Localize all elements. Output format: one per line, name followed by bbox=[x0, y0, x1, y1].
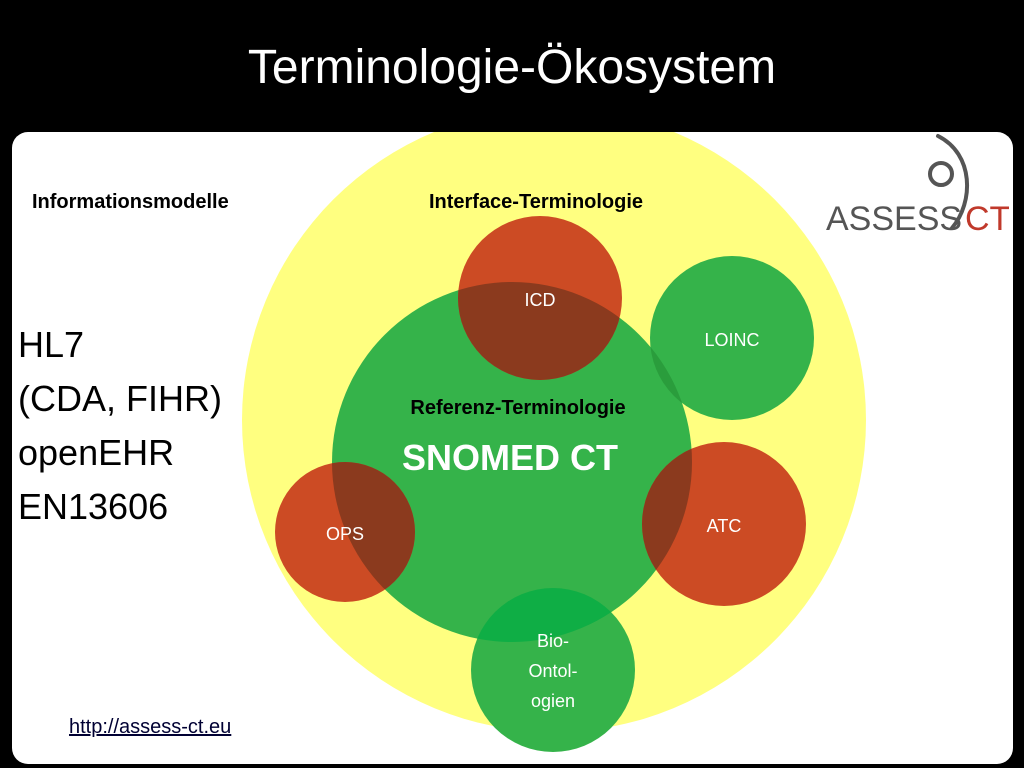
icd-overlap bbox=[458, 282, 622, 380]
information-models-label: Informationsmodelle bbox=[32, 191, 229, 213]
assess-ct-link[interactable]: http://assess-ct.eu bbox=[69, 716, 232, 738]
slide-title: Terminologie-Ökosystem bbox=[247, 41, 777, 94]
ops-label: OPS bbox=[326, 524, 364, 544]
information-models-list: HL7 (CDA, FIHR) openEHR EN13606 bbox=[18, 318, 222, 534]
reference-terminology-label: Referenz-Terminologie bbox=[410, 397, 625, 419]
logo-text-ct: CT bbox=[965, 200, 1009, 238]
assess-ct-logo: ASSESS CT bbox=[826, 134, 1009, 238]
logo-arc-icon bbox=[936, 134, 970, 230]
bio-ontologies-label-line-1: Bio- bbox=[537, 631, 569, 651]
model-item: EN13606 bbox=[18, 486, 169, 527]
logo-text-assess: ASSESS bbox=[826, 200, 962, 238]
bio-ontologies-label-line-3: ogien bbox=[531, 691, 575, 711]
loinc-label: LOINC bbox=[704, 330, 759, 350]
model-item: HL7 bbox=[18, 324, 85, 365]
interface-terminology-label: Interface-Terminologie bbox=[429, 191, 643, 213]
bio-ontologies-label-line-2: Ontol- bbox=[528, 661, 577, 681]
logo-ring-icon bbox=[928, 161, 954, 187]
atc-label: ATC bbox=[707, 516, 742, 536]
loinc-circle bbox=[650, 256, 814, 420]
model-item: openEHR bbox=[18, 432, 175, 473]
model-item: (CDA, FIHR) bbox=[18, 378, 222, 419]
content-panel: Informationsmodelle Interface-Terminolog… bbox=[12, 132, 1013, 764]
ecosystem-diagram: Informationsmodelle Interface-Terminolog… bbox=[32, 132, 866, 752]
core-circle bbox=[332, 282, 692, 642]
core-label: SNOMED CT bbox=[402, 437, 618, 478]
icd-label: ICD bbox=[525, 290, 556, 310]
